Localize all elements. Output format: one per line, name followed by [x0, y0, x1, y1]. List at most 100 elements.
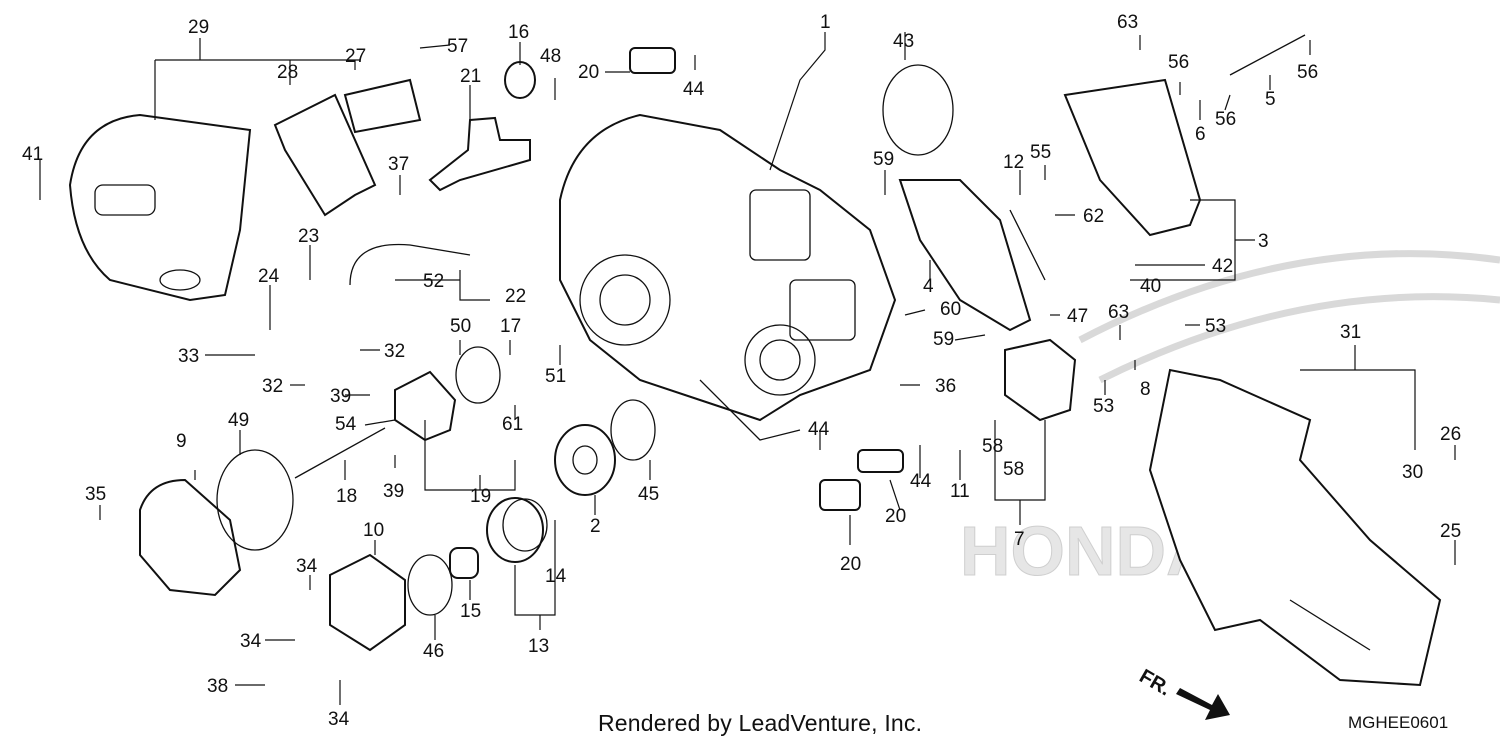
oil-filter-13-part [486, 497, 548, 563]
callout-31: 31 [1340, 322, 1361, 343]
callout-44-c: 44 [910, 471, 932, 492]
callout-13: 13 [528, 636, 549, 657]
callout-61: 61 [502, 414, 523, 435]
right-cover-31-part [1148, 368, 1442, 687]
callout-34-c: 34 [328, 709, 350, 730]
leader-lines [39, 32, 1456, 705]
callout-23: 23 [298, 226, 319, 247]
plate-3-part [1063, 78, 1202, 237]
callout-59-a: 59 [873, 149, 894, 170]
callout-47: 47 [1067, 306, 1088, 327]
callout-12: 12 [1003, 152, 1024, 173]
callout-9: 9 [176, 431, 187, 452]
bracket-21-part [428, 116, 531, 192]
callout-43: 43 [893, 31, 914, 52]
callout-60: 60 [940, 299, 961, 320]
valve-body-7-part [1004, 338, 1077, 422]
callout-19: 19 [470, 486, 491, 507]
callout-18: 18 [336, 486, 357, 507]
callout-29: 29 [188, 17, 209, 38]
callout-53-b: 53 [1093, 396, 1114, 417]
callout-labels: 1 2 3 4 5 6 7 8 9 10 11 12 13 14 15 16 1… [22, 12, 1461, 730]
callout-6: 6 [1195, 124, 1206, 145]
callout-30: 30 [1402, 462, 1423, 483]
callout-46: 46 [423, 641, 444, 662]
spring-15-part [449, 547, 479, 579]
callout-35: 35 [85, 484, 106, 505]
callout-26: 26 [1440, 424, 1461, 445]
callout-5: 5 [1265, 89, 1276, 110]
callout-56-b: 56 [1215, 109, 1236, 130]
callout-20-c: 20 [840, 554, 861, 575]
callout-15: 15 [460, 601, 481, 622]
bolt-18-part [294, 427, 386, 479]
callout-62: 62 [1083, 206, 1104, 227]
callout-37: 37 [388, 154, 409, 175]
o-ring-46-part [407, 554, 453, 616]
callout-41: 41 [22, 144, 43, 165]
sensor-20-part-a [629, 47, 676, 74]
callout-44-b: 44 [808, 419, 830, 440]
callout-33: 33 [178, 346, 199, 367]
callout-21: 21 [460, 66, 481, 87]
bolt-5-part [1229, 34, 1306, 76]
plate-27-part [343, 78, 422, 134]
callout-10: 10 [363, 520, 384, 541]
callout-14: 14 [545, 566, 567, 587]
cap-2-part [554, 424, 616, 496]
callout-39-a: 39 [330, 386, 351, 407]
callout-49: 49 [228, 410, 249, 431]
callout-32-a: 32 [384, 341, 405, 362]
callout-63-a: 63 [1117, 12, 1138, 33]
callout-27: 27 [345, 46, 366, 67]
callout-53-a: 53 [1205, 316, 1226, 337]
callout-44-a: 44 [683, 79, 705, 100]
cover-9-part [139, 478, 242, 597]
left-cover-part [68, 113, 252, 302]
callout-34-b: 34 [240, 631, 262, 652]
cover-10-part [329, 553, 406, 652]
callout-54: 54 [335, 414, 357, 435]
diagram-code: MGHEE0601 [1348, 713, 1449, 732]
callout-4: 4 [923, 276, 934, 297]
callout-58-a: 58 [982, 436, 1003, 457]
oil-seal-43-part [882, 64, 954, 156]
callout-50: 50 [450, 316, 471, 337]
callout-58-b: 58 [1003, 459, 1024, 480]
callout-40: 40 [1140, 276, 1161, 297]
harness-22-part [349, 243, 471, 286]
callout-20-a: 20 [578, 62, 599, 83]
callout-20-b: 20 [885, 506, 906, 527]
o-ring-49-part [216, 449, 294, 551]
callout-22: 22 [505, 286, 526, 307]
callout-55: 55 [1030, 142, 1051, 163]
callout-56-a: 56 [1168, 52, 1189, 73]
callout-39-b: 39 [383, 481, 404, 502]
rendered-by-credit: Rendered by LeadVenture, Inc. [598, 710, 923, 736]
callout-7: 7 [1014, 529, 1025, 550]
callout-52: 52 [423, 271, 444, 292]
callout-8: 8 [1140, 379, 1151, 400]
o-ring-50-part [455, 346, 501, 404]
crankcase-cover-part [559, 113, 897, 441]
callout-3: 3 [1258, 231, 1269, 252]
sensor-20-part-b [857, 449, 904, 473]
callout-17: 17 [500, 316, 521, 337]
callout-36: 36 [935, 376, 956, 397]
pipe-12-part [1009, 209, 1046, 281]
callout-51: 51 [545, 366, 566, 387]
callout-34-a: 34 [296, 556, 318, 577]
callout-56-c: 56 [1297, 62, 1318, 83]
callout-2: 2 [590, 516, 601, 537]
callout-45: 45 [638, 484, 659, 505]
callout-25: 25 [1440, 521, 1461, 542]
o-ring-45-part [610, 399, 656, 461]
direction-label: FR. [1136, 665, 1175, 700]
callout-59-b: 59 [933, 329, 954, 350]
callout-24: 24 [258, 266, 280, 287]
panel-28-part [273, 93, 377, 217]
callout-48: 48 [540, 46, 561, 67]
gasket-4-part [898, 179, 1032, 332]
callout-42: 42 [1212, 256, 1233, 277]
